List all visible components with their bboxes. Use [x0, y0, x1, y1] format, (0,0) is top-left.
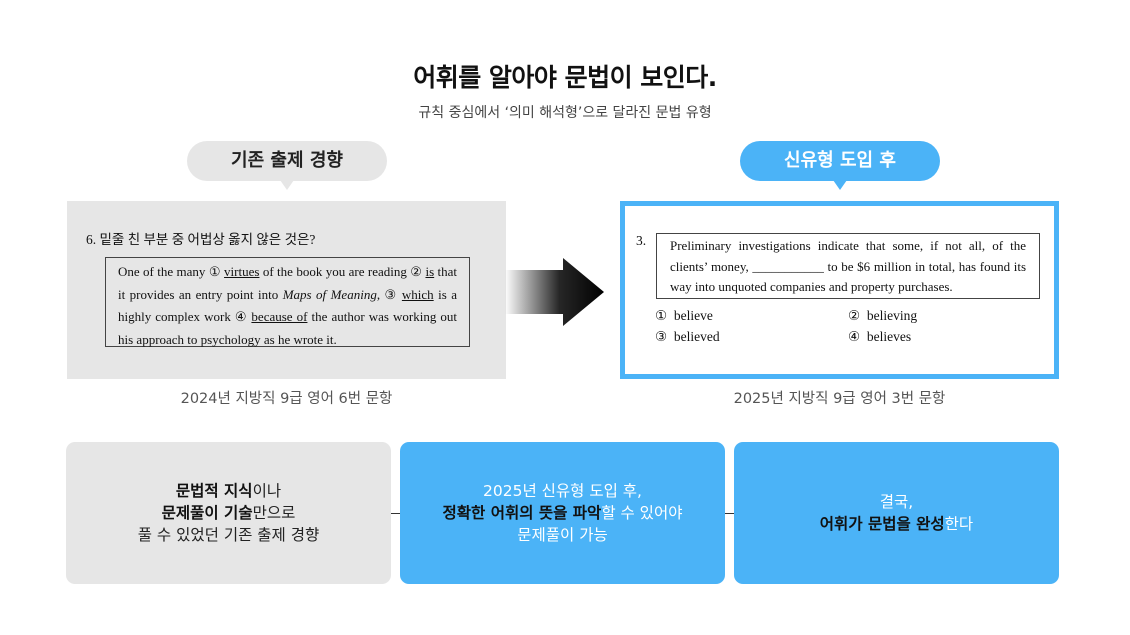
choice-marker: ③ — [384, 286, 398, 302]
choice-marker: ② — [410, 264, 423, 279]
passage-text: the author was working out his approach … — [118, 309, 457, 347]
summary-text: 만으로 — [252, 504, 296, 522]
arrow-right-icon — [505, 258, 604, 326]
summary-text: 결국, — [879, 493, 914, 511]
old-question-header: 6. 밑줄 친 부분 중 어법상 옳지 않은 것은? — [86, 228, 315, 248]
passage-text: that it provides an entry point into — [118, 264, 458, 302]
new-passage-box: Preliminary investigations indicate that… — [656, 233, 1040, 299]
option-2: ② believing — [848, 308, 917, 324]
old-question-caption: 2024년 지방직 9급 영어 6번 문항 — [180, 391, 393, 407]
passage-text: is a highly complex work — [118, 286, 458, 325]
new-question-number: 3. — [636, 233, 647, 248]
new-question-caption: 2025년 지방직 9급 영어 3번 문항 — [733, 391, 946, 407]
new-trend-bubble: 신유형 도입 후 — [740, 141, 940, 190]
summary-text: 2025년 신유형 도입 후, — [483, 482, 642, 500]
underlined-choice: virtues — [224, 264, 260, 279]
underlined-choice: is — [425, 264, 435, 279]
summary-box-new-trend: 2025년 신유형 도입 후, 정확한 어휘의 뜻을 파악할 수 있어야 문제풀… — [400, 442, 725, 584]
old-passage-box: One of the many ① virtues of the book yo… — [105, 257, 470, 347]
page-subtitle: 규칙 중심에서 ‘의미 해석형’으로 달라진 문법 유형 — [418, 105, 712, 121]
page-title: 어휘를 알아야 문법이 보인다. — [413, 63, 717, 92]
summary-box-conclusion: 결국, 어휘가 문법을 완성한다 — [734, 442, 1059, 584]
choice-marker: ④ — [234, 309, 248, 324]
option-text: believes — [866, 329, 912, 344]
passage-text: of the book you are reading — [259, 264, 411, 279]
old-trend-bubble: 기존 출제 경향 — [187, 141, 387, 190]
book-title: Maps of Meaning — [282, 286, 377, 302]
underlined-choice: because of — [251, 309, 308, 324]
choice-marker: ① — [208, 264, 221, 279]
summary-text: 한다 — [944, 515, 974, 533]
summary-text: 할 수 있어야 — [601, 504, 683, 522]
passage-text: , — [376, 286, 385, 302]
option-text: believed — [673, 329, 720, 344]
option-text: believing — [866, 308, 918, 323]
summary-text: 이나 — [252, 482, 282, 500]
highlight-text: 문제풀이 기술 — [161, 504, 253, 522]
option-marker: ④ — [848, 329, 861, 344]
option-4: ④ believes — [848, 329, 911, 345]
summary-text: 문제풀이 가능 — [517, 526, 608, 544]
option-marker: ① — [655, 308, 668, 323]
highlight-text: 문법적 지식 — [175, 482, 253, 500]
highlight-text: 정확한 어휘의 뜻을 파악 — [442, 504, 602, 522]
option-3: ③ believed — [655, 329, 720, 345]
highlight-text: 어휘가 문법을 완성 — [819, 515, 945, 533]
old-question-number: 6. — [86, 232, 97, 247]
summary-box-old-trend: 문법적 지식이나 문제풀이 기술만으로 풀 수 있었던 기존 출제 경향 — [66, 442, 391, 584]
connector-line — [391, 513, 400, 514]
old-question-panel: 6. 밑줄 친 부분 중 어법상 옳지 않은 것은? One of the ma… — [67, 201, 506, 379]
passage-text: One of the many — [118, 264, 209, 279]
new-question-panel: 3. Preliminary investigations indicate t… — [620, 201, 1059, 379]
option-1: ① believe — [655, 308, 713, 324]
option-marker: ③ — [655, 329, 668, 344]
underlined-choice: which — [401, 286, 434, 302]
option-text: believe — [673, 308, 713, 323]
connector-line — [725, 513, 734, 514]
old-question-prompt: 밑줄 친 부분 중 어법상 옳지 않은 것은? — [99, 232, 316, 247]
option-marker: ② — [848, 308, 861, 323]
summary-text: 풀 수 있었던 기존 출제 경향 — [137, 526, 320, 544]
